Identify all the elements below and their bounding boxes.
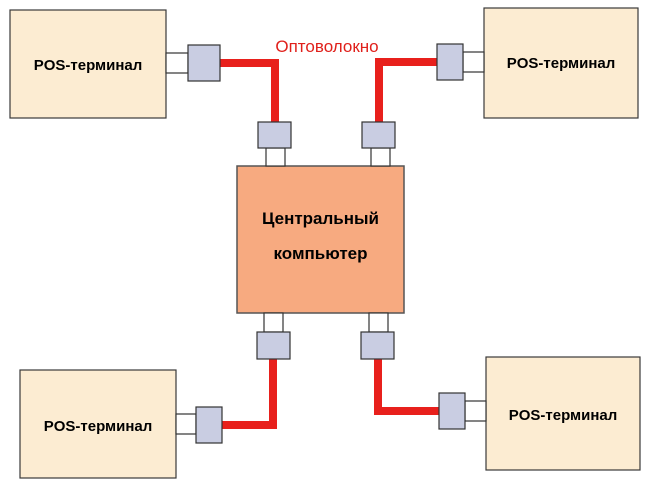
pos-terminal-top-left: POS-терминал — [9, 9, 221, 119]
connector-top-right — [361, 121, 396, 149]
port-stem-top-left — [265, 147, 286, 167]
fiber-cable-bottom-left — [222, 359, 277, 429]
central-ports — [256, 121, 396, 360]
pos-terminal-label: POS-терминал — [509, 407, 618, 424]
terminal-connector — [438, 392, 466, 430]
port-stem-bottom-left — [263, 312, 284, 333]
connector-bottom-right — [360, 331, 395, 360]
terminal-port-stem — [464, 400, 487, 422]
terminal-port-stem — [462, 51, 485, 73]
port-stem-bottom-right — [368, 312, 389, 333]
central-computer: Центральный компьютер — [236, 165, 405, 314]
pos-terminal-top-right: POS-терминал — [436, 7, 639, 119]
fiber-cables — [220, 58, 439, 429]
pos-terminal-box — [485, 356, 641, 471]
pos-terminal-label: POS-терминал — [507, 55, 616, 72]
port-stem-top-right — [370, 147, 391, 167]
fiber-cable-top-left — [220, 59, 279, 122]
pos-terminal-box — [19, 369, 177, 479]
terminal-connector — [436, 43, 464, 81]
connector-bottom-left — [256, 331, 291, 360]
terminal-connector — [187, 44, 221, 82]
connector-top-left — [257, 121, 292, 149]
fiber-cable-bottom-right — [374, 359, 439, 415]
fiber-cable-top-right — [375, 58, 437, 122]
pos-terminal-label: POS-терминал — [34, 57, 143, 74]
pos-terminal-label: POS-терминал — [44, 418, 153, 435]
pos-terminal-bottom-left: POS-терминал — [19, 369, 223, 479]
pos-terminal-bottom-right: POS-терминал — [438, 356, 641, 471]
fiber-label: Оптоволокно — [275, 37, 378, 56]
terminal-port-stem — [165, 52, 189, 74]
terminal-port-stem — [175, 413, 197, 435]
central-computer-label-line1: Центральный — [262, 209, 379, 228]
central-computer-box — [236, 165, 405, 314]
pos-terminal-box — [9, 9, 167, 119]
terminal-connector — [195, 406, 223, 444]
central-computer-label-line2: компьютер — [274, 244, 368, 263]
